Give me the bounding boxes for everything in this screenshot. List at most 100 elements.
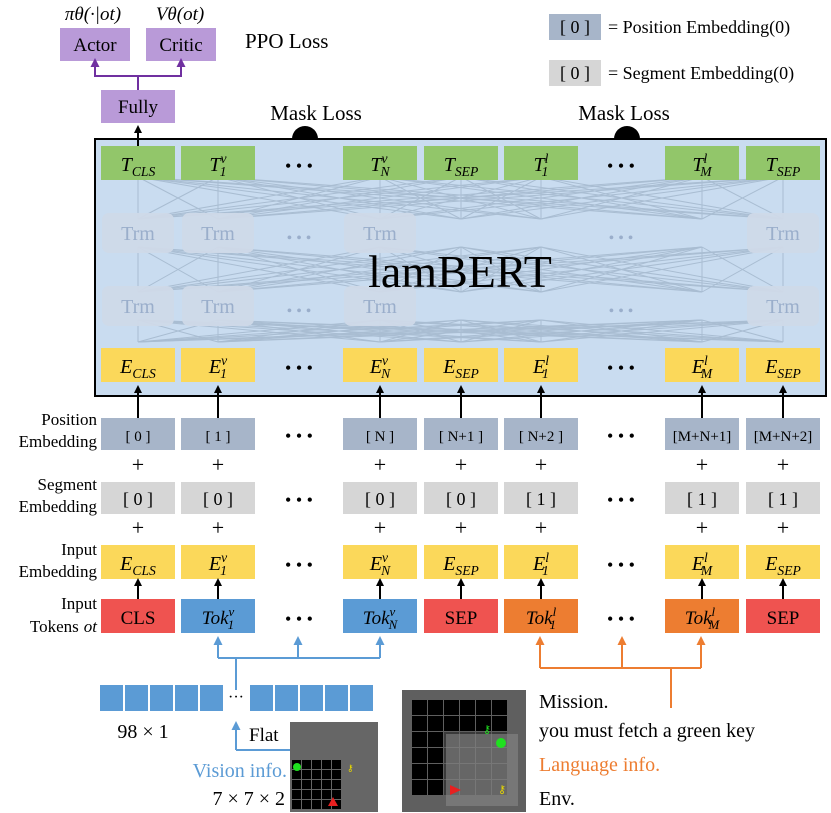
legend-segment-text: = Segment Embedding(0) xyxy=(608,63,794,84)
plus-sign: + xyxy=(696,452,708,477)
trm-ellipsis: • • • xyxy=(609,230,634,247)
flat-cell xyxy=(350,685,373,711)
flat-cell xyxy=(325,685,348,711)
flat-cell xyxy=(250,685,273,711)
bert-input-embedding-box xyxy=(424,348,498,382)
flattened-vision-vector xyxy=(100,685,373,711)
language-branch: Mission. you must fetch a green key Lang… xyxy=(535,636,755,810)
trm-ellipsis: • • • xyxy=(609,303,634,320)
segment-embedding-label: [ 0 ] xyxy=(203,489,233,509)
position-embedding-box xyxy=(746,418,820,450)
trm-block: Trm xyxy=(102,286,174,326)
vision-bus-line xyxy=(235,657,380,690)
trm-ellipsis: • • • xyxy=(287,230,312,247)
input-token-box xyxy=(665,599,739,633)
segment-embedding-box xyxy=(424,482,498,514)
env-green-ball-icon xyxy=(496,738,506,748)
row-ellipsis: • • • xyxy=(285,426,313,446)
input-embedding-ellipsis: • • • xyxy=(285,555,313,575)
mission-instruction: you must fetch a green key xyxy=(539,720,755,742)
bert-input-embedding-box xyxy=(746,348,820,382)
model-name: lamBERT xyxy=(368,246,552,297)
plus-sign: + xyxy=(535,452,547,477)
language-info-label: Language info. xyxy=(539,754,660,776)
critic-formula: Vθ(ot) xyxy=(156,4,204,25)
trm-block: Trm xyxy=(344,213,416,253)
row-ellipsis: • • • xyxy=(607,426,635,446)
svg-text:Trm: Trm xyxy=(766,223,800,245)
position-embedding-label: [ N ] xyxy=(366,429,394,445)
svg-text:Trm: Trm xyxy=(201,223,235,245)
environment-image: ⚷ ⚷ xyxy=(402,690,526,812)
input-embedding-label: ESEP xyxy=(442,553,479,578)
env-label: Env. xyxy=(539,788,575,810)
legend-segment-swatch xyxy=(549,60,601,86)
input-token-box xyxy=(504,599,578,633)
segment-embedding-box xyxy=(746,482,820,514)
flat-cell xyxy=(275,685,298,711)
position-embedding-box xyxy=(504,418,578,450)
critic-box xyxy=(146,28,216,61)
trm-block: Trm xyxy=(344,286,416,326)
input-embedding-row-label-2: Embedding xyxy=(19,562,98,581)
fully-label: Fully xyxy=(118,97,159,118)
output-ellipsis: • • • xyxy=(607,156,635,176)
position-embedding-label: [M+N+1] xyxy=(673,429,732,445)
token-ellipsis: • • • xyxy=(285,609,313,629)
segment-embedding-label: [ 0 ] xyxy=(365,489,395,509)
svg-text:Trm: Trm xyxy=(363,223,397,245)
critic-label: Critic xyxy=(159,35,202,56)
bert-input-embedding-box xyxy=(504,348,578,382)
flat-cell xyxy=(100,685,123,711)
flat-cell xyxy=(200,685,223,711)
svg-text:Trm: Trm xyxy=(766,296,800,318)
legend: [ 0 ] = Position Embedding(0) [ 0 ] = Se… xyxy=(549,14,794,86)
env-yellow-key-icon: ⚷ xyxy=(498,784,506,796)
input-embedding-box xyxy=(504,545,578,579)
output-token-box xyxy=(504,146,578,180)
legend-position-text: = Position Embedding(0) xyxy=(608,17,790,38)
input-embedding-ellipsis: • • • xyxy=(607,555,635,575)
tokens-row-label-1: Input xyxy=(61,594,97,613)
input-embedding-label: ECLS xyxy=(119,553,156,578)
input-embedding-box xyxy=(665,545,739,579)
position-embedding-label: [ N+1 ] xyxy=(439,429,483,445)
row-labels: Position Embedding Segment Embedding Inp… xyxy=(19,410,99,636)
plus-sign: + xyxy=(212,515,224,540)
segment-embedding-box xyxy=(101,482,175,514)
bert-input-embedding-box xyxy=(101,348,175,382)
input-embedding-box xyxy=(424,545,498,579)
flat-cell xyxy=(150,685,173,711)
input-embedding-box xyxy=(101,545,175,579)
flat-ellipsis: ··· xyxy=(228,689,244,706)
ppo-loss-label: PPO Loss xyxy=(245,29,328,53)
actor-label: Actor xyxy=(73,35,117,56)
input-token-label: SEP xyxy=(445,608,478,629)
segment-embedding-label: [ 0 ] xyxy=(123,489,153,509)
segment-embedding-label: [ 1 ] xyxy=(526,489,556,509)
input-embedding-row-label-1: Input xyxy=(61,540,97,559)
position-embedding-box xyxy=(343,418,417,450)
plus-sign: + xyxy=(535,515,547,540)
bert-input-embedding-box xyxy=(343,348,417,382)
mission-label: Mission. xyxy=(539,691,608,713)
svg-text:Trm: Trm xyxy=(201,296,235,318)
segment-embedding-box xyxy=(343,482,417,514)
output-token-box xyxy=(665,146,739,180)
position-row-label-1: Position xyxy=(41,410,97,429)
svg-text:Trm: Trm xyxy=(363,296,397,318)
